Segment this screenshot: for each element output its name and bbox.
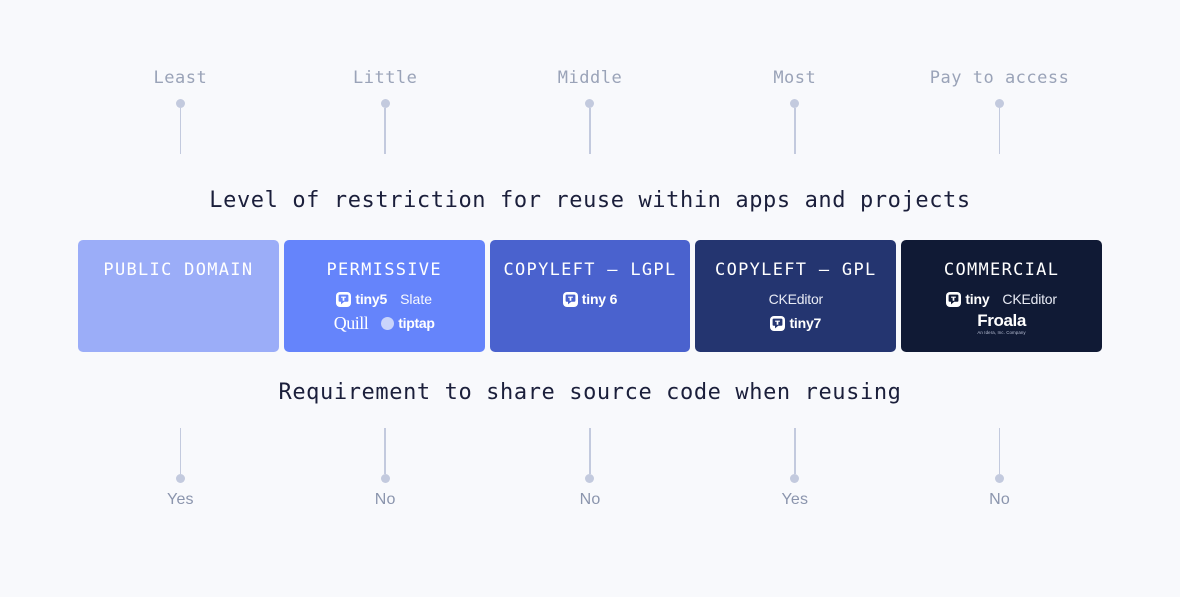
card-4-logo-0-1-ckeditor-label: CKEditor	[1002, 291, 1057, 307]
top-scale-marker-0	[175, 99, 185, 154]
bottom-scale-cell-1: No	[283, 428, 488, 528]
card-1-logo-1-1-tiptap: tiptap	[381, 315, 435, 331]
top-scale-cell-2: Middle	[488, 68, 693, 168]
top-scale-marker-3	[790, 99, 800, 154]
license-card-title-0: PUBLIC DOMAIN	[103, 260, 254, 280]
bottom-scale-marker-stem-1	[384, 428, 386, 474]
license-card-0[interactable]: PUBLIC DOMAIN	[78, 240, 279, 352]
license-card-logos-3: CKEditor tiny7	[769, 290, 823, 333]
bottom-scale-cell-0: Yes	[78, 428, 283, 528]
card-3-logo-1-0-label: tiny7	[789, 315, 822, 331]
bottom-axis-caption: Requirement to share source code when re…	[278, 380, 902, 405]
bottom-scale-row: Yes No No Yes No	[78, 428, 1102, 528]
top-scale-label-1: Little	[352, 68, 418, 88]
card-3-logo-0-0-ckeditor-label: CKEditor	[768, 291, 824, 307]
top-scale-marker-dot-0	[175, 99, 185, 108]
top-scale-cell-3: Most	[692, 68, 897, 168]
tinymce-icon	[770, 316, 786, 331]
bottom-scale-label-4: No	[989, 491, 1011, 508]
top-axis-caption: Level of restriction for reuse within ap…	[209, 188, 971, 213]
bottom-scale-marker-4	[995, 428, 1005, 483]
top-scale-marker-dot-2	[585, 99, 595, 108]
bottom-scale-marker-0	[175, 428, 185, 483]
top-scale-cell-4: Pay to access	[897, 68, 1102, 168]
license-card-logo-row-1-0: tiny5 Slate	[336, 290, 432, 309]
license-card-logo-row-2-0: tiny 6	[562, 290, 618, 309]
card-2-logo-0-0-tinymce: tiny 6	[562, 291, 618, 307]
top-scale-label-2: Middle	[557, 68, 623, 88]
top-scale-marker-2	[585, 99, 595, 154]
license-card-logo-row-3-0: CKEditor	[768, 290, 824, 309]
top-scale-label-0: Least	[153, 68, 208, 88]
license-card-logos-2: tiny 6	[562, 290, 618, 309]
card-1-logo-0-0-label: tiny5	[355, 291, 388, 307]
bottom-scale-label-0: Yes	[167, 491, 194, 508]
top-scale-marker-stem-0	[179, 108, 182, 154]
bottom-scale-marker-3	[790, 428, 800, 483]
license-card-logo-row-3-1: tiny7	[770, 314, 821, 333]
bottom-scale-marker-stem-2	[589, 428, 591, 474]
card-4-logo-0-0-label: tiny	[965, 291, 990, 307]
top-scale-marker-stem-3	[793, 108, 796, 154]
license-card-2[interactable]: COPYLEFT — LGPL tiny 6	[489, 240, 691, 352]
bottom-scale-cell-4: No	[897, 428, 1102, 528]
top-scale-marker-stem-1	[384, 108, 386, 154]
license-card-3[interactable]: COPYLEFT — GPL CKEditor tiny7	[695, 240, 897, 352]
bottom-scale-cell-2: No	[488, 428, 693, 528]
license-card-title-4: COMMERCIAL	[943, 260, 1060, 280]
bottom-scale-marker-dot-2	[585, 474, 595, 483]
top-scale-cell-1: Little	[283, 68, 488, 168]
card-1-logo-1-0-quill-label: Quill	[333, 313, 369, 333]
tinymce-icon	[562, 292, 578, 307]
card-4-logo-0-0-tinymce: tiny	[946, 291, 990, 307]
bottom-scale-marker-stem-3	[793, 428, 796, 474]
top-scale-cell-0: Least	[78, 68, 283, 168]
bottom-scale-marker-dot-0	[175, 474, 185, 483]
top-scale-marker-stem-4	[998, 108, 1001, 154]
bottom-scale-marker-1	[380, 428, 390, 483]
bottom-scale-label-2: No	[579, 491, 601, 508]
license-card-logo-row-1-1: Quill tiptap	[334, 314, 435, 333]
top-scale-row: Least Little Middle Most Pay to access	[78, 68, 1102, 168]
top-scale-marker-1	[380, 99, 390, 154]
card-4-logo-1-0-sublabel: An Idera, Inc. Company	[977, 329, 1026, 335]
license-card-logo-row-4-0: tiny CKEditor	[946, 290, 1057, 309]
bottom-scale-label-1: No	[374, 491, 396, 508]
bottom-scale-marker-dot-4	[995, 474, 1005, 483]
bottom-scale-marker-dot-3	[790, 474, 800, 483]
card-2-logo-0-0-label: tiny 6	[581, 291, 618, 307]
license-card-title-2: COPYLEFT — LGPL	[503, 260, 677, 280]
tinymce-icon	[946, 292, 962, 307]
top-scale-marker-dot-3	[790, 99, 800, 108]
card-1-logo-0-0-tinymce: tiny5	[336, 292, 387, 307]
bottom-scale-marker-stem-0	[179, 428, 182, 474]
bottom-scale-marker-2	[585, 428, 595, 483]
card-4-logo-1-0-label: Froala	[977, 310, 1026, 330]
bottom-scale-marker-dot-1	[380, 474, 390, 483]
top-scale-marker-stem-2	[589, 108, 591, 154]
license-card-title-1: PERMISSIVE	[326, 260, 442, 280]
top-scale-marker-dot-1	[380, 99, 390, 108]
bottom-scale-marker-stem-4	[998, 428, 1001, 474]
top-scale-marker-dot-4	[995, 99, 1005, 108]
license-card-title-3: COPYLEFT — GPL	[715, 260, 877, 280]
bottom-scale-cell-3: Yes	[692, 428, 897, 528]
tinymce-icon	[336, 292, 352, 307]
tiptap-icon	[381, 317, 395, 330]
top-scale-label-4: Pay to access	[929, 68, 1070, 88]
card-1-logo-0-1-slate-label: Slate	[400, 291, 432, 307]
bottom-scale-label-3: Yes	[781, 491, 809, 508]
top-scale-label-3: Most	[773, 68, 817, 88]
card-3-logo-1-0-tinymce: tiny7	[770, 316, 821, 331]
top-scale-marker-4	[995, 99, 1005, 154]
card-1-logo-1-1-label: tiptap	[398, 315, 435, 331]
